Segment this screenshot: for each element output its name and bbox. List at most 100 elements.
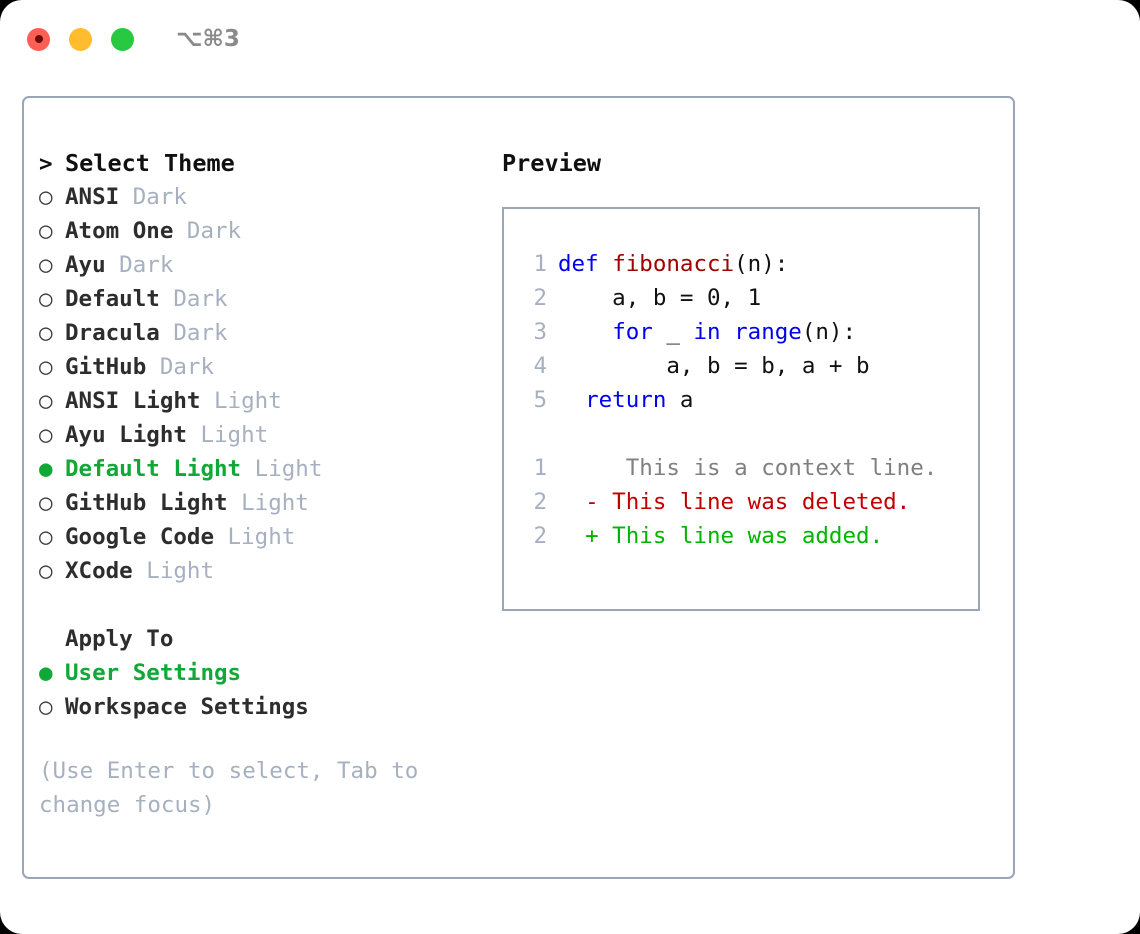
radio-unselected-icon: ○: [39, 320, 53, 346]
theme-option-kind-badge: Dark: [159, 320, 228, 346]
diff-line-ctx: 1 This is a context line.: [504, 451, 978, 485]
keyboard-hint-text: (Use Enter to select, Tab to change focu…: [39, 758, 419, 818]
prompt-caret-icon: >: [39, 151, 53, 177]
line-number: 1: [533, 251, 547, 277]
code-token-txt: a, b = b, a + b: [558, 353, 870, 379]
theme-option-label: Google Code: [65, 524, 215, 550]
theme-option-atom-one[interactable]: ○Atom One Dark: [39, 214, 494, 248]
theme-option-dracula[interactable]: ○ Dracula Dark: [39, 316, 494, 350]
code-token-txt: (n):: [801, 319, 857, 345]
radio-unselected-icon: ○: [39, 524, 53, 550]
diff-line-del: 2 - This line was deleted.: [504, 485, 978, 519]
theme-option-list: ○ANSI Dark○Atom One Dark○Ayu Dark○Defaul…: [39, 180, 494, 588]
code-token-txt: a, b = 0, 1: [558, 285, 762, 311]
diff-line-add: 2 + This line was added.: [504, 519, 978, 553]
radio-unselected-icon: ○: [39, 252, 53, 278]
theme-option-kind-badge: Light: [132, 558, 215, 584]
theme-option-label: ANSI: [65, 184, 120, 210]
code-diff-separator: [504, 417, 978, 451]
theme-option-kind-badge: Light: [186, 422, 269, 448]
theme-option-ayu-light[interactable]: ○ Ayu Light Light: [39, 418, 494, 452]
code-token-kw: def: [558, 251, 613, 277]
theme-option-label: XCode: [65, 558, 133, 584]
code-token-txt: _: [666, 319, 694, 345]
radio-unselected-icon: ○: [39, 286, 53, 312]
theme-option-ansi-light[interactable]: ○ANSI Light Light: [39, 384, 494, 418]
theme-option-label: Dracula: [65, 320, 160, 346]
theme-option-kind-badge: Light: [214, 524, 296, 550]
line-number: 3: [533, 319, 547, 345]
theme-option-xcode[interactable]: ○ XCode Light: [39, 554, 494, 588]
diff-marker: -: [558, 489, 599, 515]
minimize-button[interactable]: [69, 27, 92, 51]
code-line: 1 def fibonacci(n):: [504, 247, 978, 281]
apply-to-option-workspace-settings[interactable]: ○ Workspace Settings: [39, 690, 494, 724]
line-number: 1: [533, 455, 547, 481]
diff-line-text: This is a context line.: [598, 455, 938, 481]
code-line: 3 for _ in range(n):: [504, 315, 978, 349]
theme-option-label: Atom One: [65, 218, 174, 244]
radio-unselected-icon: ○: [39, 354, 53, 380]
theme-list-header: > Select Theme: [39, 146, 494, 180]
theme-option-label: Ayu Light: [65, 422, 187, 448]
code-token-txt: [558, 383, 585, 417]
theme-option-kind-badge: Dark: [159, 286, 228, 312]
theme-option-label: Default: [65, 286, 160, 312]
theme-list-column: >Select Theme ○ANSI Dark○Atom One Dark○A…: [39, 146, 494, 822]
traffic-light-group: [27, 27, 134, 51]
theme-option-label: GitHub: [65, 354, 147, 380]
diff-line-text: This line was deleted.: [598, 489, 911, 515]
diff-marker: [558, 451, 599, 485]
theme-option-label: Default Light: [65, 456, 242, 482]
code-token-kw: for: [612, 319, 667, 345]
theme-option-kind-badge: Dark: [173, 218, 242, 244]
code-token-fn: fibonacci: [612, 251, 735, 277]
theme-option-google-code[interactable]: ○ Google Code Light: [39, 520, 494, 554]
maximize-button[interactable]: [111, 27, 134, 51]
radio-unselected-icon: ○: [39, 184, 53, 210]
code-token-txt: [558, 315, 612, 349]
apply-to-option-label: Workspace Settings: [65, 694, 309, 720]
theme-option-default-light[interactable]: ●Default Light Light: [39, 452, 494, 486]
theme-option-kind-badge: Light: [227, 490, 309, 516]
theme-option-kind-badge: Light: [241, 456, 323, 482]
code-token-kw: range: [734, 319, 802, 345]
close-button[interactable]: [27, 27, 50, 51]
theme-option-label: Ayu: [65, 252, 106, 278]
diff-line-text: This line was added.: [598, 523, 884, 549]
theme-option-github-light[interactable]: ○GitHub Light Light: [39, 486, 494, 520]
theme-option-kind-badge: Dark: [119, 184, 187, 210]
preview-title: Preview: [502, 149, 602, 177]
theme-option-kind-badge: Dark: [146, 354, 215, 380]
code-line: 5 return a: [504, 383, 978, 417]
radio-unselected-icon: ○: [39, 422, 53, 448]
theme-option-kind-badge: Light: [200, 388, 282, 414]
theme-option-ansi[interactable]: ○ ANSI Dark: [39, 180, 494, 214]
keyboard-shortcut-label: ⌥⌘3: [176, 26, 240, 52]
line-number: 2: [533, 489, 547, 515]
apply-to-header: Apply To: [39, 622, 494, 656]
code-line: 2 a, b = 0, 1: [504, 281, 978, 315]
radio-unselected-icon: ○: [39, 558, 53, 584]
theme-option-label: ANSI Light: [65, 388, 201, 414]
radio-unselected-icon: ○: [39, 694, 53, 720]
list-gap: [39, 588, 494, 622]
line-number: 2: [533, 523, 547, 549]
line-number: 4: [533, 353, 547, 379]
diff-sample: 1 This is a context line.2 - This line w…: [504, 451, 978, 553]
theme-option-default[interactable]: ○ Default Dark: [39, 282, 494, 316]
apply-to-option-list: ●User Settings ○ Workspace Settings: [39, 656, 494, 724]
line-number: 2: [533, 285, 547, 311]
theme-option-ayu[interactable]: ○Ayu Dark: [39, 248, 494, 282]
code-token-kw: return: [585, 387, 680, 413]
theme-option-github[interactable]: ○ GitHub Dark: [39, 350, 494, 384]
code-token-txt: (n):: [734, 251, 789, 277]
theme-picker-panel: >Select Theme ○ANSI Dark○Atom One Dark○A…: [22, 96, 1015, 879]
apply-to-header-indent: [39, 622, 65, 656]
apply-to-option-user-settings[interactable]: ●User Settings: [39, 656, 494, 690]
radio-unselected-icon: ○: [39, 490, 53, 516]
theme-list-header-label: Select Theme: [65, 149, 235, 177]
